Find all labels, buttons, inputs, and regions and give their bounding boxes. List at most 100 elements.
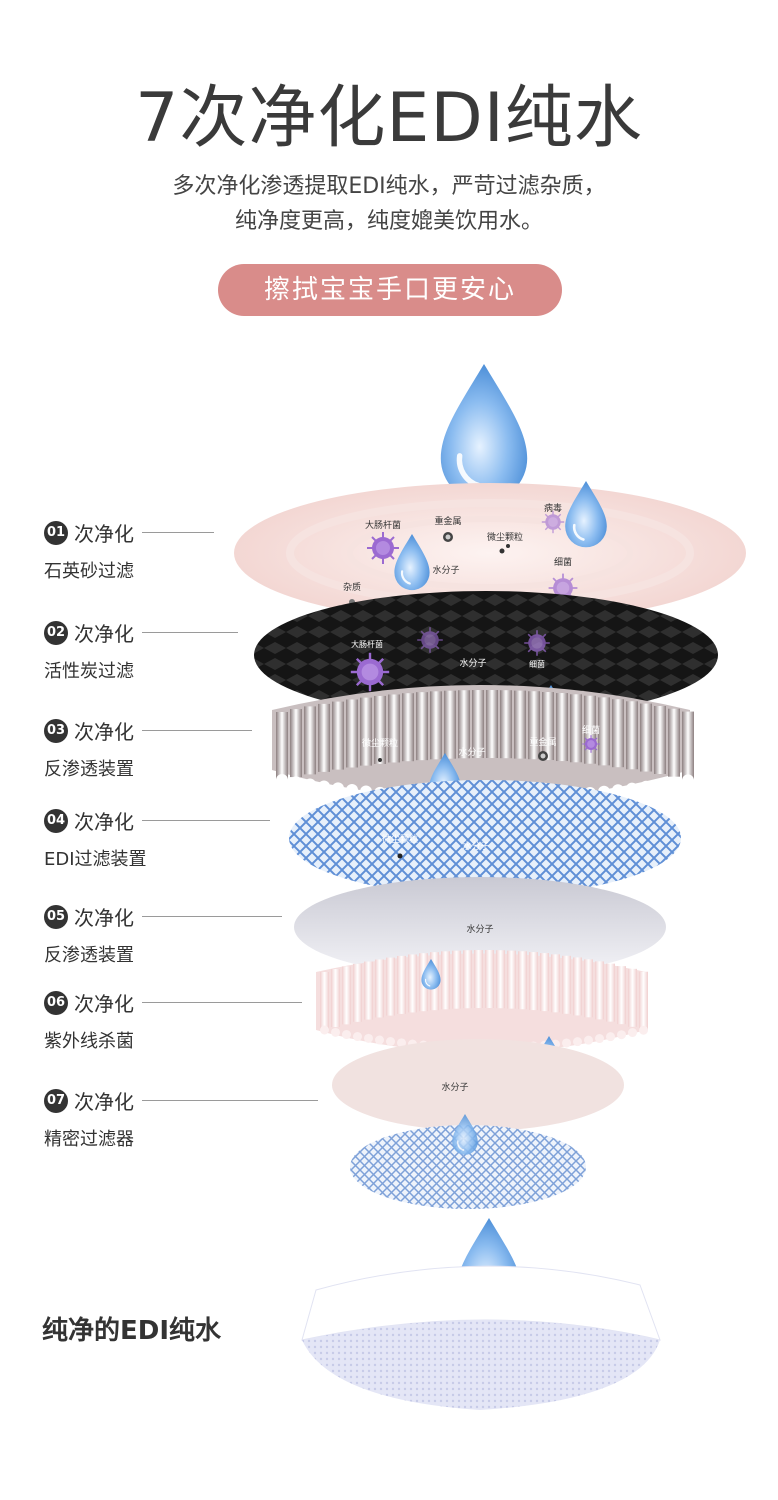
tube-cap	[331, 1027, 340, 1037]
highlight-pill: 擦拭宝宝手口更安心	[218, 264, 562, 316]
step-description: 紫外线杀菌	[44, 1031, 134, 1052]
tube	[584, 959, 593, 1018]
tube	[441, 951, 450, 1010]
tube	[452, 950, 461, 1009]
tube	[598, 697, 610, 766]
step-label: 次净化	[74, 906, 134, 930]
tube	[668, 708, 680, 777]
tube	[562, 955, 571, 1014]
tube	[388, 694, 400, 763]
step-description: 活性炭过滤	[44, 661, 134, 682]
tube	[290, 709, 302, 778]
svg-text:病毒: 病毒	[544, 502, 562, 514]
svg-text:细菌: 细菌	[582, 724, 600, 736]
tube	[346, 699, 358, 768]
layer-7-membrane-disk: 水分子	[332, 1039, 624, 1131]
tube-cap	[304, 778, 316, 791]
step-number-badge: 03	[44, 718, 68, 743]
step-label: 次净化	[74, 720, 134, 744]
tube	[375, 959, 384, 1018]
subtitle-line-1: 多次净化渗透提取EDI纯水，严苛过滤杂质，	[172, 174, 606, 199]
svg-text:细菌: 细菌	[529, 659, 545, 669]
svg-text:微尘颗粒: 微尘颗粒	[487, 531, 523, 543]
tube	[640, 703, 652, 772]
tube-cap	[617, 1030, 626, 1040]
tube	[304, 706, 316, 775]
leader-line	[142, 916, 282, 917]
tube	[570, 694, 582, 763]
layer-5-membrane-disk: 水分子	[294, 877, 666, 977]
svg-text:水分子: 水分子	[466, 923, 493, 935]
step-number-badge: 05	[44, 904, 68, 929]
tube-cap	[276, 774, 288, 786]
tube	[318, 703, 330, 772]
tube	[626, 701, 638, 770]
tube	[416, 692, 428, 761]
tube-cap	[606, 1032, 615, 1042]
tube	[360, 697, 372, 766]
tube	[507, 950, 516, 1009]
tube	[628, 968, 637, 1027]
svg-text:重金属: 重金属	[529, 736, 556, 748]
tube	[500, 690, 512, 759]
tube	[529, 952, 538, 1011]
leader-line	[142, 1002, 302, 1003]
tube	[364, 961, 373, 1020]
tube	[276, 712, 288, 780]
tube	[639, 971, 648, 1030]
step-description: 石英砂过滤	[44, 561, 134, 582]
tube	[595, 961, 604, 1020]
tube-cap	[346, 784, 358, 797]
tube-cap	[584, 1035, 593, 1045]
tube	[331, 969, 340, 1028]
page-title: 7次净化EDI纯水	[135, 79, 643, 158]
tube	[528, 691, 540, 760]
tube-cap	[668, 776, 680, 789]
tube	[514, 690, 526, 759]
tube-cap	[654, 778, 666, 791]
tube	[486, 690, 498, 759]
tube	[458, 690, 470, 759]
step-label: 次净化	[74, 522, 134, 546]
tube-cap	[290, 776, 302, 789]
tube	[408, 954, 417, 1013]
tube-cap	[386, 1037, 395, 1047]
tube-cap	[332, 782, 344, 795]
tube-cap	[640, 780, 652, 793]
tube	[472, 690, 484, 759]
tube-cap	[342, 1030, 351, 1040]
tube	[682, 711, 694, 780]
tube	[606, 963, 615, 1022]
svg-text:微尘颗粒: 微尘颗粒	[362, 737, 398, 749]
svg-text:水分子: 水分子	[441, 1081, 468, 1093]
tube	[374, 695, 386, 764]
layer-2-activated-carbon: 大肠杆菌 水分子 细菌	[254, 591, 718, 722]
tube	[397, 955, 406, 1014]
tube	[332, 701, 344, 770]
tube	[402, 693, 414, 762]
step-description: 反渗透装置	[44, 759, 134, 780]
tube	[430, 691, 442, 760]
tube-cap	[353, 1032, 362, 1042]
svg-text:细菌: 细菌	[554, 556, 572, 568]
tube	[654, 706, 666, 775]
tube	[320, 972, 329, 1030]
layer-4-edi-mesh: 微尘颗粒 水分子	[289, 780, 681, 896]
tube-cap	[595, 1034, 604, 1044]
tube-cap	[628, 1028, 637, 1038]
svg-text:重金属: 重金属	[434, 515, 461, 527]
tube	[518, 951, 527, 1010]
step-label: 次净化	[74, 810, 134, 834]
tube	[444, 690, 456, 759]
tube-cap	[682, 774, 694, 787]
tube	[463, 950, 472, 1009]
step-label: 次净化	[74, 992, 134, 1016]
svg-text:大肠杆菌: 大肠杆菌	[365, 519, 401, 531]
leader-line	[142, 532, 214, 533]
tube	[556, 693, 568, 762]
tube	[474, 950, 483, 1009]
tube	[485, 950, 494, 1009]
